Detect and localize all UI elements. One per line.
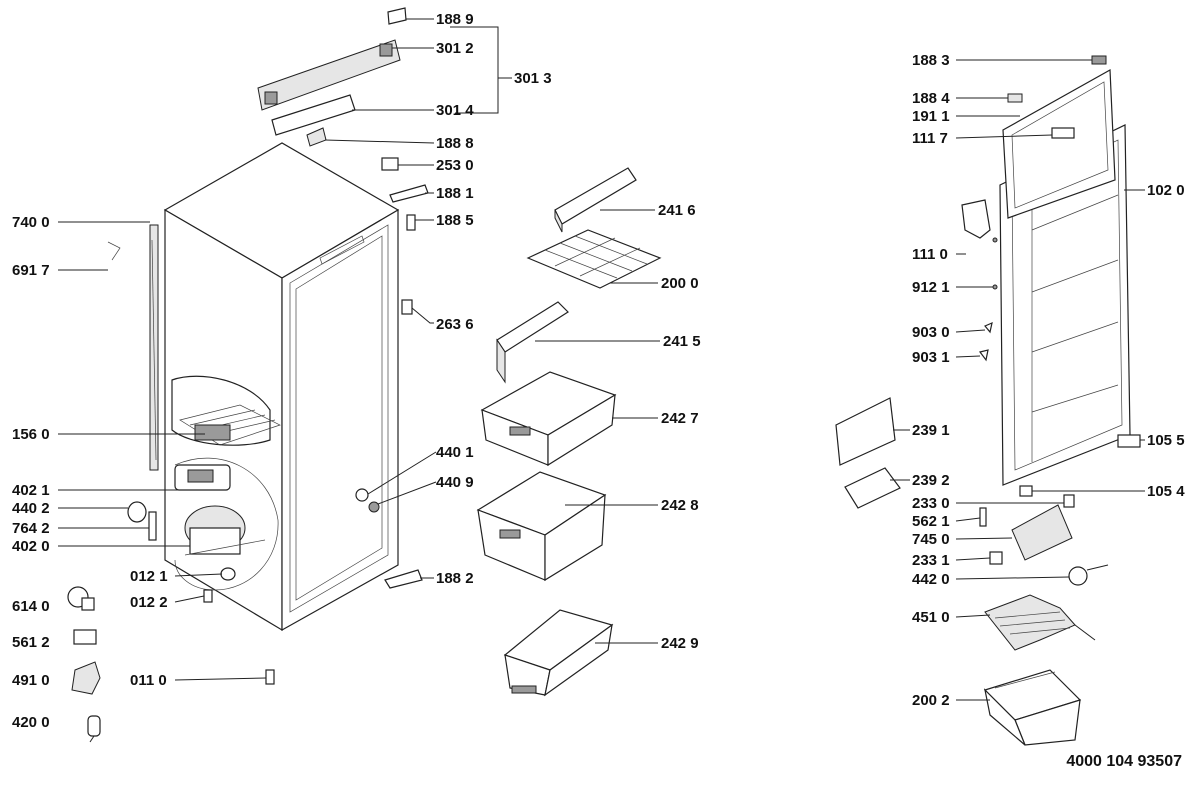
callout-191-1: 191 1 xyxy=(912,108,950,125)
callout-301-2: 301 2 xyxy=(436,40,474,57)
callout-188-2: 188 2 xyxy=(436,570,474,587)
callout-903-1: 903 1 xyxy=(912,349,950,366)
callout-188-3: 188 3 xyxy=(912,52,950,69)
callout-440-2: 440 2 xyxy=(12,500,50,517)
callout-301-4: 301 4 xyxy=(436,102,474,119)
door-gasket xyxy=(1002,55,1116,219)
callout-402-0: 402 0 xyxy=(12,538,50,555)
small-fittings xyxy=(107,157,429,589)
callout-561-2: 561 2 xyxy=(12,634,50,651)
callout-440-9: 440 9 xyxy=(436,474,474,491)
callout-012-1: 012 1 xyxy=(130,568,168,585)
callout-241-5: 241 5 xyxy=(663,333,701,350)
callout-903-0: 903 0 xyxy=(912,324,950,341)
wire-shelf xyxy=(526,229,662,289)
callout-562-1: 562 1 xyxy=(912,513,950,530)
callout-491-0: 491 0 xyxy=(12,672,50,689)
callout-188-1: 188 1 xyxy=(436,185,474,202)
callout-614-0: 614 0 xyxy=(12,598,50,615)
callout-263-6: 263 6 xyxy=(436,316,474,333)
door-panel xyxy=(999,124,1131,486)
callout-912-1: 912 1 xyxy=(912,279,950,296)
callout-442-0: 442 0 xyxy=(912,571,950,588)
callout-156-0: 156 0 xyxy=(12,426,50,443)
drawer-1 xyxy=(480,371,617,467)
callout-242-8: 242 8 xyxy=(661,497,699,514)
callout-451-0: 451 0 xyxy=(912,609,950,626)
door-shelf-top xyxy=(554,167,637,233)
callout-188-4: 188 4 xyxy=(912,90,950,107)
callout-105-4: 105 4 xyxy=(1147,483,1185,500)
callout-301-3: 301 3 xyxy=(514,70,552,87)
callout-233-1: 233 1 xyxy=(912,552,950,569)
leader-lines xyxy=(58,18,1145,701)
document-number: 4000 104 93507 xyxy=(1066,753,1182,770)
callout-102-0: 102 0 xyxy=(1147,182,1185,199)
callout-745-0: 745 0 xyxy=(912,531,950,548)
loose-parts-left xyxy=(67,501,275,743)
drawer-2 xyxy=(476,471,607,582)
cabinet-cutaway-evaporator xyxy=(171,375,281,446)
callout-105-5: 105 5 xyxy=(1147,432,1185,449)
callout-200-2: 200 2 xyxy=(912,692,950,709)
callout-188-9: 188 9 xyxy=(436,11,474,28)
drawer-3 xyxy=(503,609,614,697)
callout-239-1: 239 1 xyxy=(912,422,950,439)
cabinet-side-pipe xyxy=(149,224,159,471)
callout-764-2: 764 2 xyxy=(12,520,50,537)
callout-188-5: 188 5 xyxy=(436,212,474,229)
callout-242-9: 242 9 xyxy=(661,635,699,652)
evaporator-cover xyxy=(983,669,1082,746)
callout-691-7: 691 7 xyxy=(12,262,50,279)
callout-200-0: 200 0 xyxy=(661,275,699,292)
electrical-parts xyxy=(979,504,1109,586)
callout-440-1: 440 1 xyxy=(436,444,474,461)
callout-188-8: 188 8 xyxy=(436,135,474,152)
compressor-compartment xyxy=(174,457,279,591)
callout-011-0: 011 0 xyxy=(130,672,167,689)
callout-241-6: 241 6 xyxy=(658,202,696,219)
callout-233-0: 233 0 xyxy=(912,495,950,512)
defrost-heater xyxy=(984,594,1096,651)
cover-plates xyxy=(835,397,901,509)
callout-012-2: 012 2 xyxy=(130,594,168,611)
callout-239-2: 239 2 xyxy=(912,472,950,489)
callout-740-0: 740 0 xyxy=(12,214,50,231)
door-hinge-parts xyxy=(961,199,1141,508)
callout-242-7: 242 7 xyxy=(661,410,699,427)
callout-111-0: 111 0 xyxy=(912,246,948,263)
callout-253-0: 253 0 xyxy=(436,157,474,174)
callout-420-0: 420 0 xyxy=(12,714,50,731)
callout-111-7: 111 7 xyxy=(912,130,948,147)
control-panel xyxy=(257,7,407,147)
door-shelf-middle xyxy=(496,301,569,384)
callout-402-1: 402 1 xyxy=(12,482,50,499)
